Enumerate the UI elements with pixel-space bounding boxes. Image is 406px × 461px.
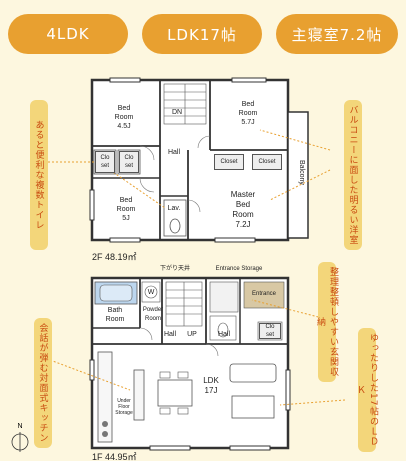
entrance-label: Entrance xyxy=(251,291,276,297)
entrance-storage-label: Entrance Storage xyxy=(215,266,263,272)
floor-label-2f: 2F 48.19㎡ xyxy=(92,252,137,262)
callout-kitchen: 会話が弾む対面式キッチン xyxy=(34,318,52,448)
closet-2f-1: Clo set xyxy=(95,151,115,173)
room-balcony: Balcony xyxy=(298,160,305,185)
floor-label-1f: 1F 44.95㎡ xyxy=(92,452,137,461)
closet-2f-2: Clo set xyxy=(119,151,139,173)
callout-toilet: あると便利な複数トイレ xyxy=(30,100,48,250)
callout-ldk: ゆったりした17帖のＬＤＫ xyxy=(355,328,378,452)
callout-balcony: バルコニーに面した明るい洋室 xyxy=(344,100,362,250)
stair-up: UP xyxy=(187,331,197,338)
svg-text:N: N xyxy=(17,423,22,430)
room-lav: Lav. xyxy=(167,205,181,212)
north-arrow-icon: N xyxy=(11,423,29,452)
header-pill-ldk: LDK17帖 xyxy=(142,14,262,54)
closet-2f-3: Closet xyxy=(214,154,244,170)
room-powder: Powder Room xyxy=(142,307,164,322)
room-bed-c: Bed Room 5J xyxy=(116,197,136,222)
underfloor-storage: Under Floor Storage xyxy=(115,398,133,416)
closet-2f-4: Closet xyxy=(252,154,282,170)
room-hall-1f-right: Hall xyxy=(217,331,231,338)
closet-1f: Clo set xyxy=(259,323,281,339)
room-bed-a: Bed Room 4.5J xyxy=(114,105,134,130)
ceiling-note: 下がり天井 xyxy=(159,266,190,272)
washer-w: W xyxy=(147,289,155,296)
room-ldk: LDK 17J xyxy=(203,376,219,395)
room-bath: Bath Room xyxy=(105,307,125,323)
room-hall-2f: Hall xyxy=(167,149,181,156)
callout-storage: 整理整頓しやすい玄関収納 xyxy=(315,262,338,382)
stair-dn: DN xyxy=(171,109,183,116)
room-master: Master Bed Room 7.2J xyxy=(230,190,256,229)
header-pill-4ldk: 4LDK xyxy=(8,14,128,54)
room-bed-b: Bed Room 5.7J xyxy=(238,101,258,126)
room-hall-1f-left: Hall xyxy=(163,331,177,338)
header-pill-master: 主寝室7.2帖 xyxy=(276,14,398,54)
